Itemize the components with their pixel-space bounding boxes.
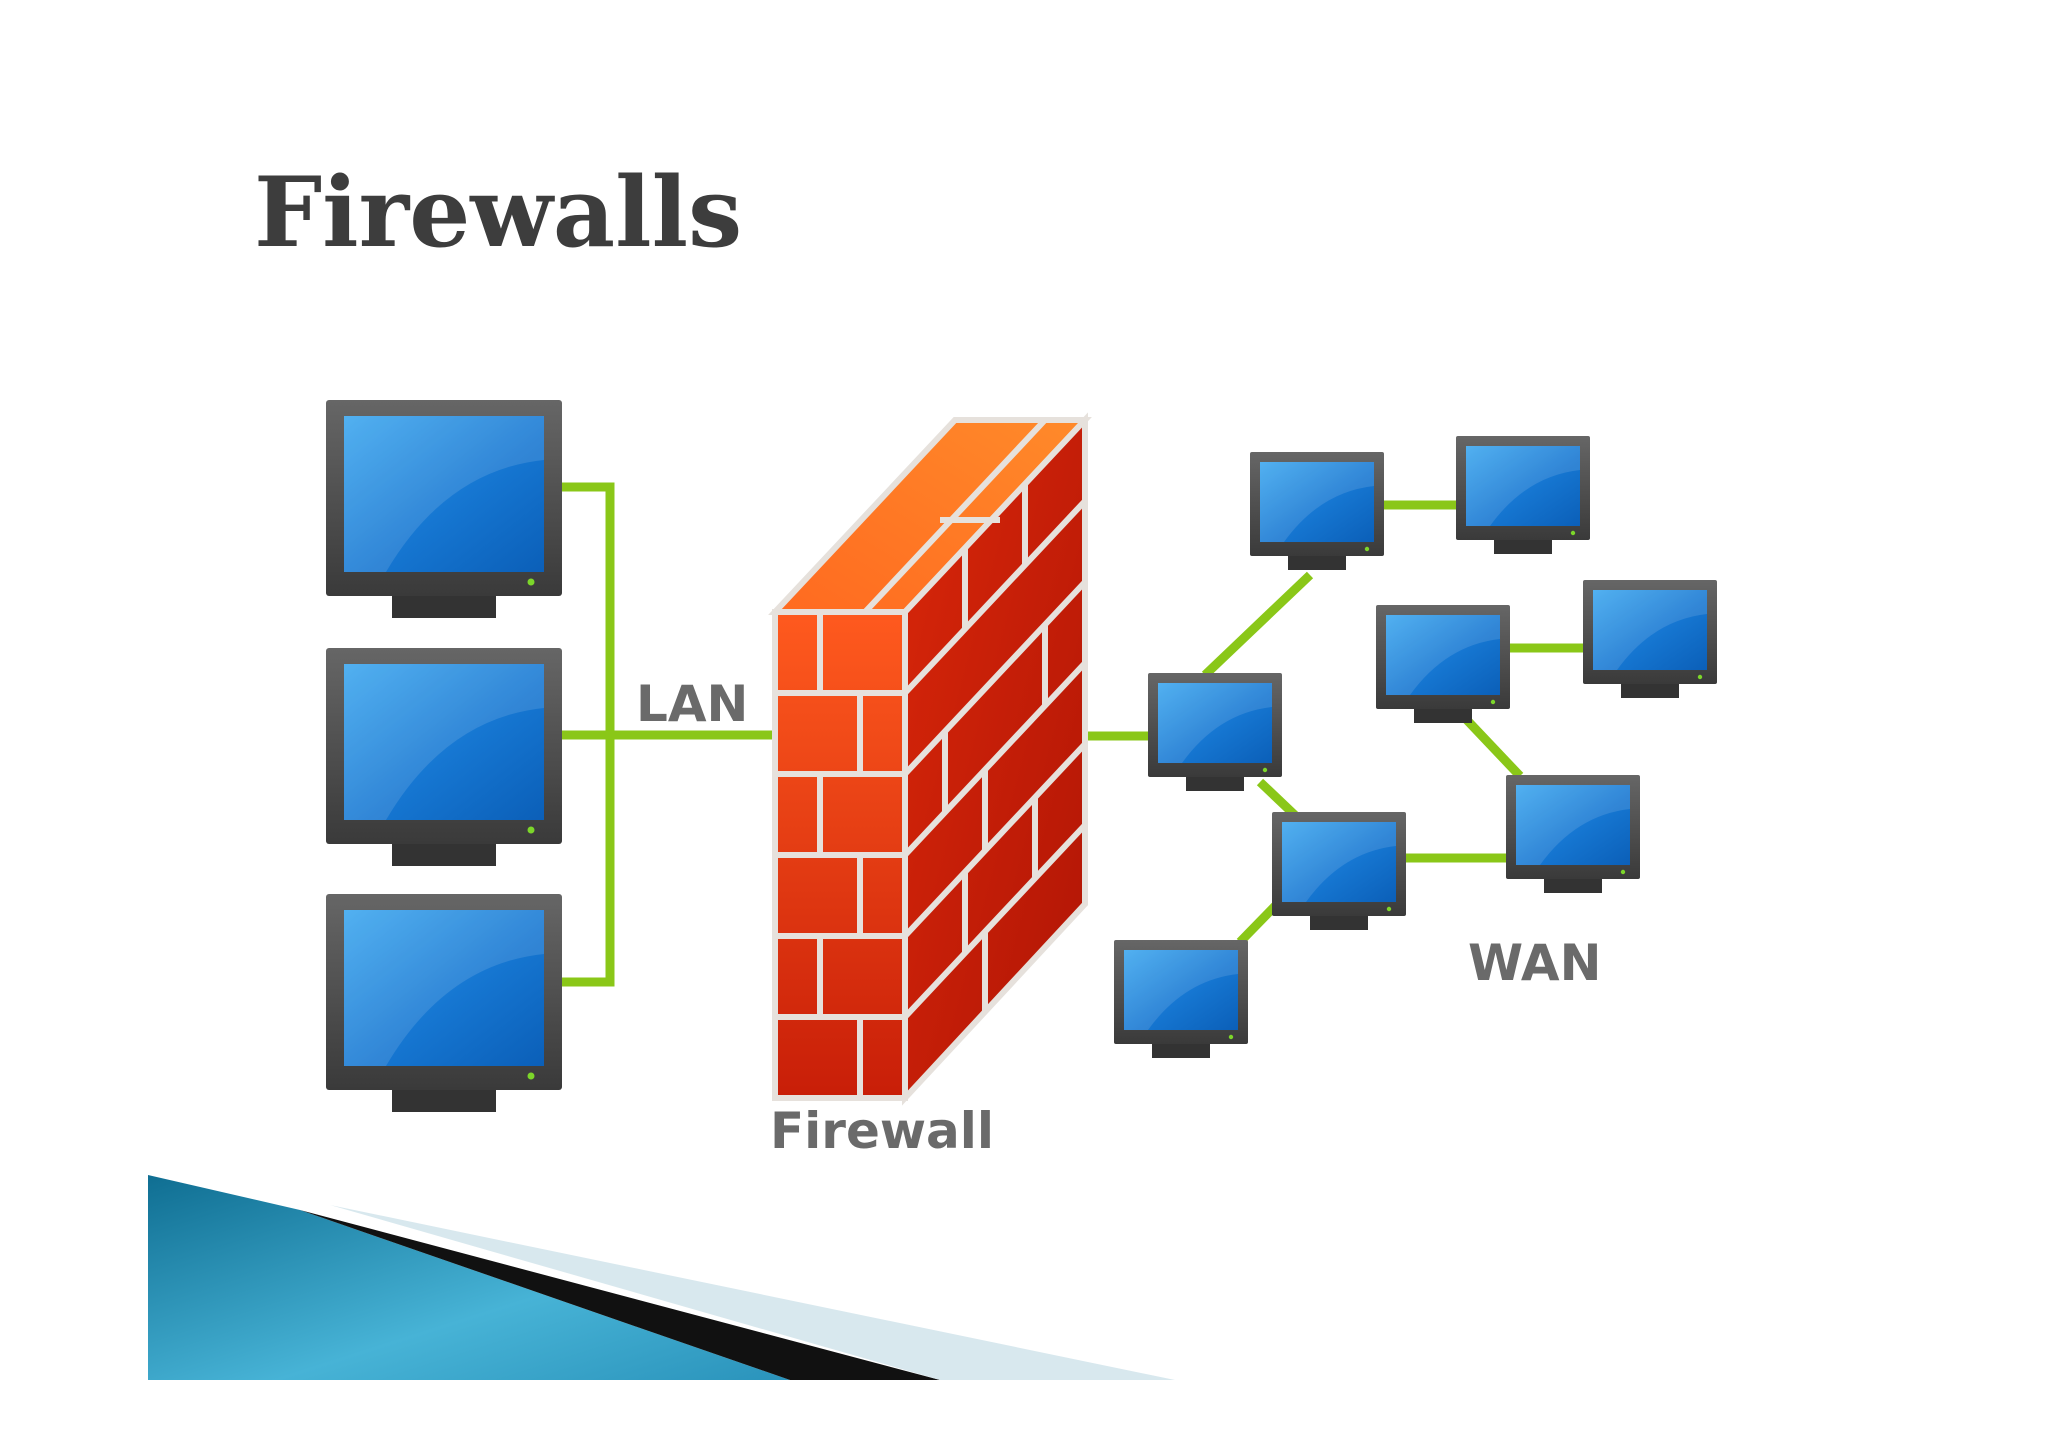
firewall-wall [768, 412, 1092, 1106]
wan-computer-6 [1506, 775, 1640, 893]
lan-links [560, 482, 775, 987]
wan-computer-2 [1456, 436, 1590, 554]
lan-computer-1 [326, 400, 562, 618]
wan-computer-3 [1583, 580, 1717, 698]
lan-computer-2 [326, 648, 562, 866]
wan-computer-7 [1272, 812, 1406, 930]
wan-computer-5 [1148, 673, 1282, 791]
decorative-bottom-band [148, 1175, 1175, 1380]
lan-label: LAN [636, 675, 748, 733]
wan-label: WAN [1468, 934, 1601, 992]
wan-computer-8 [1114, 940, 1248, 1058]
slide-title: Firewalls [254, 156, 743, 269]
wan-computer-1 [1250, 452, 1384, 570]
lan-computer-3 [326, 894, 562, 1112]
firewall-label: Firewall [770, 1102, 994, 1160]
wan-computer-4 [1376, 605, 1510, 723]
wan-links [1201, 500, 1584, 946]
